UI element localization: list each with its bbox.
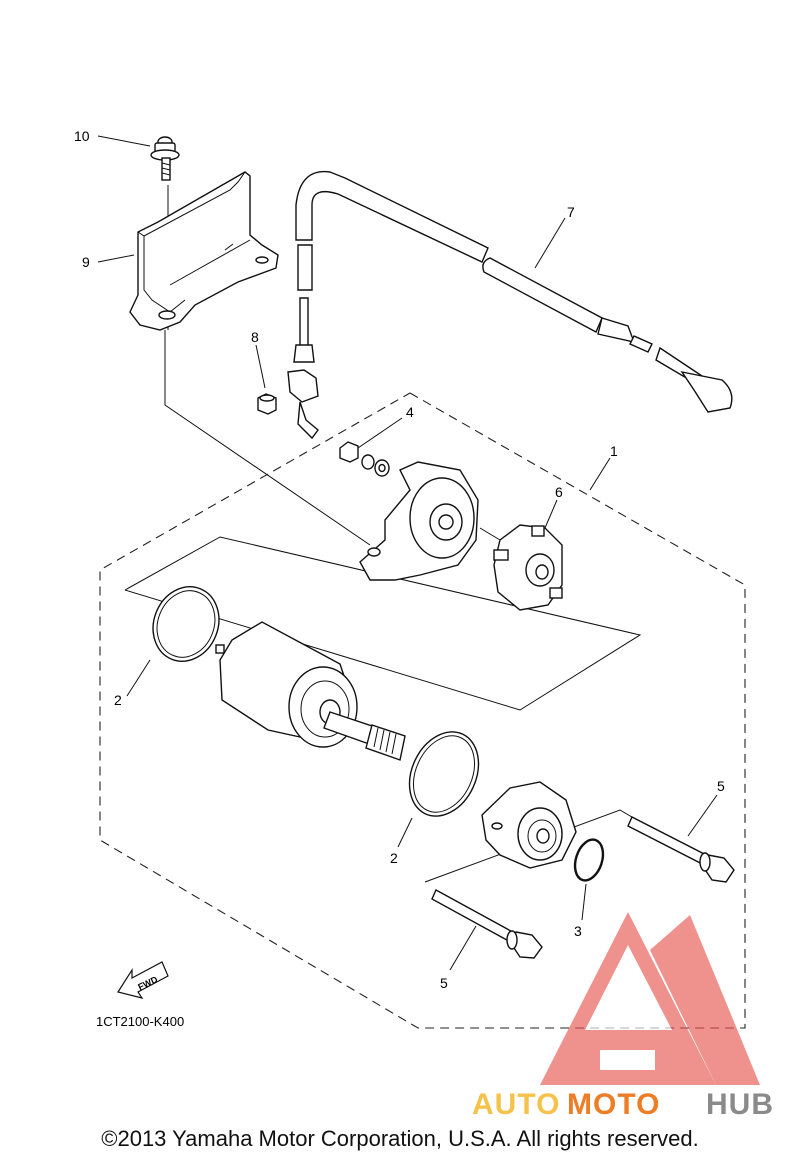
- brand-hub: HUB: [706, 1088, 774, 1121]
- bracket-part-9: [129, 171, 279, 331]
- callout-4: 4: [406, 404, 414, 420]
- bolt-part-10: [150, 136, 180, 181]
- callout-10: 10: [74, 128, 90, 144]
- nut-part-8: [257, 393, 277, 415]
- brand-moto: MOTO: [567, 1088, 660, 1121]
- callout-2-upper: 2: [114, 692, 122, 708]
- callout-6: 6: [555, 484, 563, 500]
- callout-7: 7: [567, 204, 575, 220]
- copyright-notice: ©2013 Yamaha Motor Corporation, U.S.A. A…: [101, 1126, 699, 1151]
- o-ring-upper-part-2: [152, 586, 220, 662]
- bolt-upper-part-5: [627, 816, 735, 883]
- callout-5-upper: 5: [717, 778, 725, 794]
- callout-8: 8: [251, 329, 259, 345]
- brush-holder-part-6: [479, 524, 563, 611]
- bolt-lower-part-5: [431, 889, 543, 959]
- o-ring-part-3: [573, 838, 605, 882]
- assembly-boundary: [99, 392, 746, 1029]
- callout-1: 1: [610, 443, 618, 459]
- armature-shaft: [323, 711, 406, 761]
- callout-9: 9: [82, 254, 90, 270]
- callout-5-lower: 5: [440, 975, 448, 991]
- diagram-code: 1CT2100-K400: [96, 1014, 184, 1029]
- nut-washers-part-4: [339, 441, 390, 477]
- front-cover: [481, 781, 577, 869]
- watermark-brand: AUTO MOTO HUB: [472, 1088, 774, 1121]
- rear-cover: [359, 461, 479, 581]
- o-ring-lower-part-2: [408, 731, 480, 817]
- watermark-logo-icon: [540, 912, 760, 1085]
- fwd-arrow-icon: FWD: [117, 961, 169, 999]
- callout-3: 3: [574, 923, 582, 939]
- brand-auto: AUTO: [472, 1088, 560, 1121]
- callout-2-lower: 2: [390, 850, 398, 866]
- cable-part-7: [287, 170, 733, 440]
- leader-lines: [97, 135, 718, 971]
